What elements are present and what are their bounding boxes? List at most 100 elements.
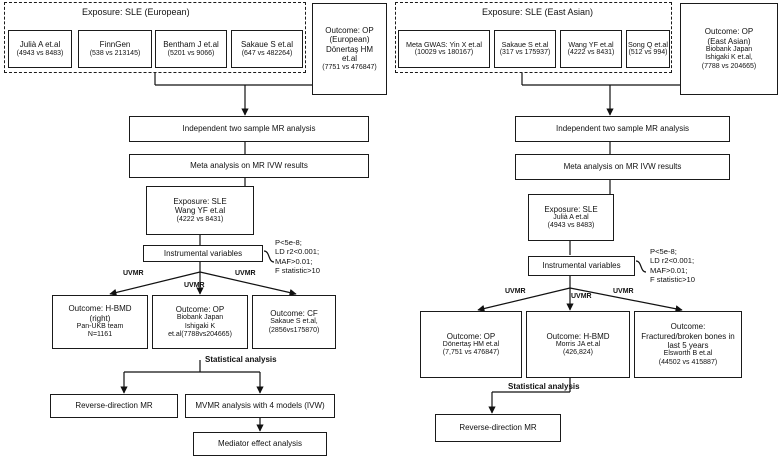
outcome-op-box: Outcome: OP Biobank Japan Ishigaki K et.… — [152, 295, 248, 349]
outcome-line: (426,824) — [563, 349, 593, 357]
uvmr-label: UVMR — [613, 288, 634, 295]
exposure-header-east-asian: Exposure: SLE (East Asian) — [482, 7, 594, 17]
study-sample: (647 vs 482264) — [241, 49, 293, 57]
outcome-line: et.al — [341, 54, 358, 64]
criterion: MAF>0.01; — [650, 265, 688, 275]
outcome-line: Outcome: OP — [325, 26, 374, 35]
study-sample: (5201 vs 9066) — [167, 49, 215, 57]
meta-analysis-box: Meta analysis on MR IVW results — [129, 154, 369, 178]
outcome-hbmd-box: Outcome: H-BMD Morris JA et.al (426,824) — [526, 311, 630, 378]
study-sample: (4943 vs 8483) — [16, 49, 64, 57]
uvmr-label: UVMR — [505, 288, 526, 295]
study-name: Wang YF et.al — [568, 39, 614, 49]
outcome-line: Morris JA et.al — [555, 340, 601, 348]
exposure-header-european: Exposure: SLE (European) — [82, 7, 190, 17]
study-name: Sakaue S et.al — [501, 39, 549, 49]
two-sample-mr-box: Independent two sample MR analysis — [129, 116, 369, 142]
criterion: MAF>0.01; — [275, 256, 313, 266]
study-box: Sakaue S et.al (647 vs 482264) — [231, 30, 303, 68]
study-box: Sakaue S et.al (317 vs 175937) — [494, 30, 556, 68]
uvmr-label: UVMR — [123, 270, 144, 277]
outcome-line: Outcome: OP — [175, 304, 225, 314]
outcome-line: Outcome: CF — [270, 309, 318, 319]
arrow — [199, 271, 297, 297]
outcome-line: (right) — [89, 313, 111, 323]
outcome-sample: (7751 vs 476847) — [322, 63, 377, 71]
outcome-line: Biobank Japan — [705, 46, 753, 54]
criterion: F statistic>10 — [275, 265, 320, 275]
statistical-analysis-label: Statistical analysis — [205, 355, 277, 364]
exposure-sample: (4222 vs 8431) — [176, 215, 224, 223]
iv-criteria: P<5e-8; LD r2<0.001; MAF>0.01; F statist… — [650, 247, 695, 284]
outcome-line: et.al(7788vs204665) — [168, 330, 232, 338]
outcome-line: Dönertaş HM — [325, 44, 374, 54]
meta-analysis-box: Meta analysis on MR IVW results — [515, 154, 730, 180]
criterion: F statistic>10 — [650, 274, 695, 284]
mvmr-box: MVMR analysis with 4 models (IVW) — [185, 394, 335, 418]
study-name: Julià A et.al — [19, 40, 61, 50]
outcome-line: Outcome: — [670, 322, 706, 332]
outcome-line: Ishigaki K et.al, — [705, 54, 753, 62]
outcome-line: Biobank Japan — [176, 314, 224, 322]
criterion: LD r2<0.001; — [275, 247, 320, 257]
outcome-line: Outcome: OP — [704, 27, 754, 37]
outcome-line: (44502 vs 415887) — [658, 358, 718, 366]
uvmr-label: UVMR — [184, 282, 205, 289]
criterion: LD r2<0.001; — [650, 256, 695, 266]
outcome-line: last 5 years — [667, 340, 709, 350]
study-box: Wang YF et.al (4222 vs 8431) — [560, 30, 622, 68]
statistical-analysis-label: Statistical analysis — [508, 382, 580, 391]
criterion: P<5e-8; — [650, 247, 677, 256]
exposure-line: Exposure: SLE — [544, 204, 598, 214]
reverse-mr-box: Reverse-direction MR — [50, 394, 178, 418]
study-name: Meta GWAS: Yin X et.al — [405, 39, 483, 49]
study-sample: (512 vs 994) — [628, 49, 668, 57]
exposure-line: Exposure: SLE — [173, 196, 227, 206]
exposure-sample: (4943 vs 8483) — [547, 222, 595, 230]
arrow — [569, 287, 683, 313]
study-name: Bentham J et.al — [163, 40, 219, 50]
instrumental-variables-box: Instrumental variables — [528, 256, 635, 276]
outcome-box-east-asian: Outcome: OP (East Asian) Biobank Japan I… — [680, 3, 778, 95]
exposure-line: Julià A et.al — [553, 213, 589, 221]
outcome-fracture-box: Outcome: Fractured/broken bones in last … — [634, 311, 742, 378]
two-sample-mr-box: Independent two sample MR analysis — [515, 116, 730, 142]
outcome-line: Pan-UKB team — [76, 323, 124, 331]
outcome-line: Outcome: H-BMD — [546, 331, 610, 341]
outcome-line: N=1161 — [87, 331, 113, 339]
study-name: Sakaue S et.al — [240, 40, 294, 50]
reverse-mr-box: Reverse-direction MR — [435, 414, 561, 442]
outcome-line: (East Asian) — [707, 36, 751, 46]
outcome-cf-box: Outcome: CF Sakaue S et.al, (2856vs17587… — [252, 295, 336, 349]
uvmr-label: UVMR — [235, 270, 256, 277]
exposure-group-european — [4, 2, 306, 73]
outcome-line: Ishigaki K — [184, 322, 216, 330]
study-box: Bentham J et.al (5201 vs 9066) — [155, 30, 227, 68]
study-box: Julià A et.al (4943 vs 8483) — [8, 30, 72, 68]
outcome-box-european: Outcome: OP (European) Dönertaş HM et.al… — [312, 3, 387, 95]
connector-line — [263, 250, 275, 263]
outcome-line: Outcome: H-BMD — [68, 304, 132, 314]
study-sample: (538 vs 213145) — [89, 49, 141, 57]
outcome-line: (7,751 vs 476847) — [442, 349, 500, 357]
study-sample: (317 vs 175937) — [499, 49, 551, 57]
outcome-line: Fractured/broken bones in — [641, 331, 735, 341]
study-box: Meta GWAS: Yin X et.al (10029 vs 180167) — [398, 30, 490, 68]
outcome-line: Outcome: OP — [446, 331, 496, 341]
arrow — [109, 271, 201, 296]
exposure-line: Wang YF et.al — [174, 206, 226, 216]
study-name: FinnGen — [99, 40, 131, 50]
outcome-hbmd-box: Outcome: H-BMD (right) Pan-UKB team N=11… — [52, 295, 148, 349]
iv-criteria: P<5e-8; LD r2<0.001; MAF>0.01; F statist… — [275, 238, 320, 275]
study-sample: (10029 vs 180167) — [414, 49, 474, 57]
outcome-sample: (7788 vs 204665) — [701, 62, 757, 70]
outcome-op-box: Outcome: OP Dönertaş HM et.al (7,751 vs … — [420, 311, 522, 378]
study-name: Song Q et.al — [628, 39, 668, 49]
exposure-group-east-asian — [395, 2, 672, 73]
study-box: FinnGen (538 vs 213145) — [78, 30, 152, 68]
connector-line — [635, 260, 647, 273]
exposure-sle-box: Exposure: SLE Wang YF et.al (4222 vs 843… — [146, 186, 254, 235]
study-box: Song Q et.al (512 vs 994) — [626, 30, 670, 68]
arrow — [477, 287, 571, 312]
